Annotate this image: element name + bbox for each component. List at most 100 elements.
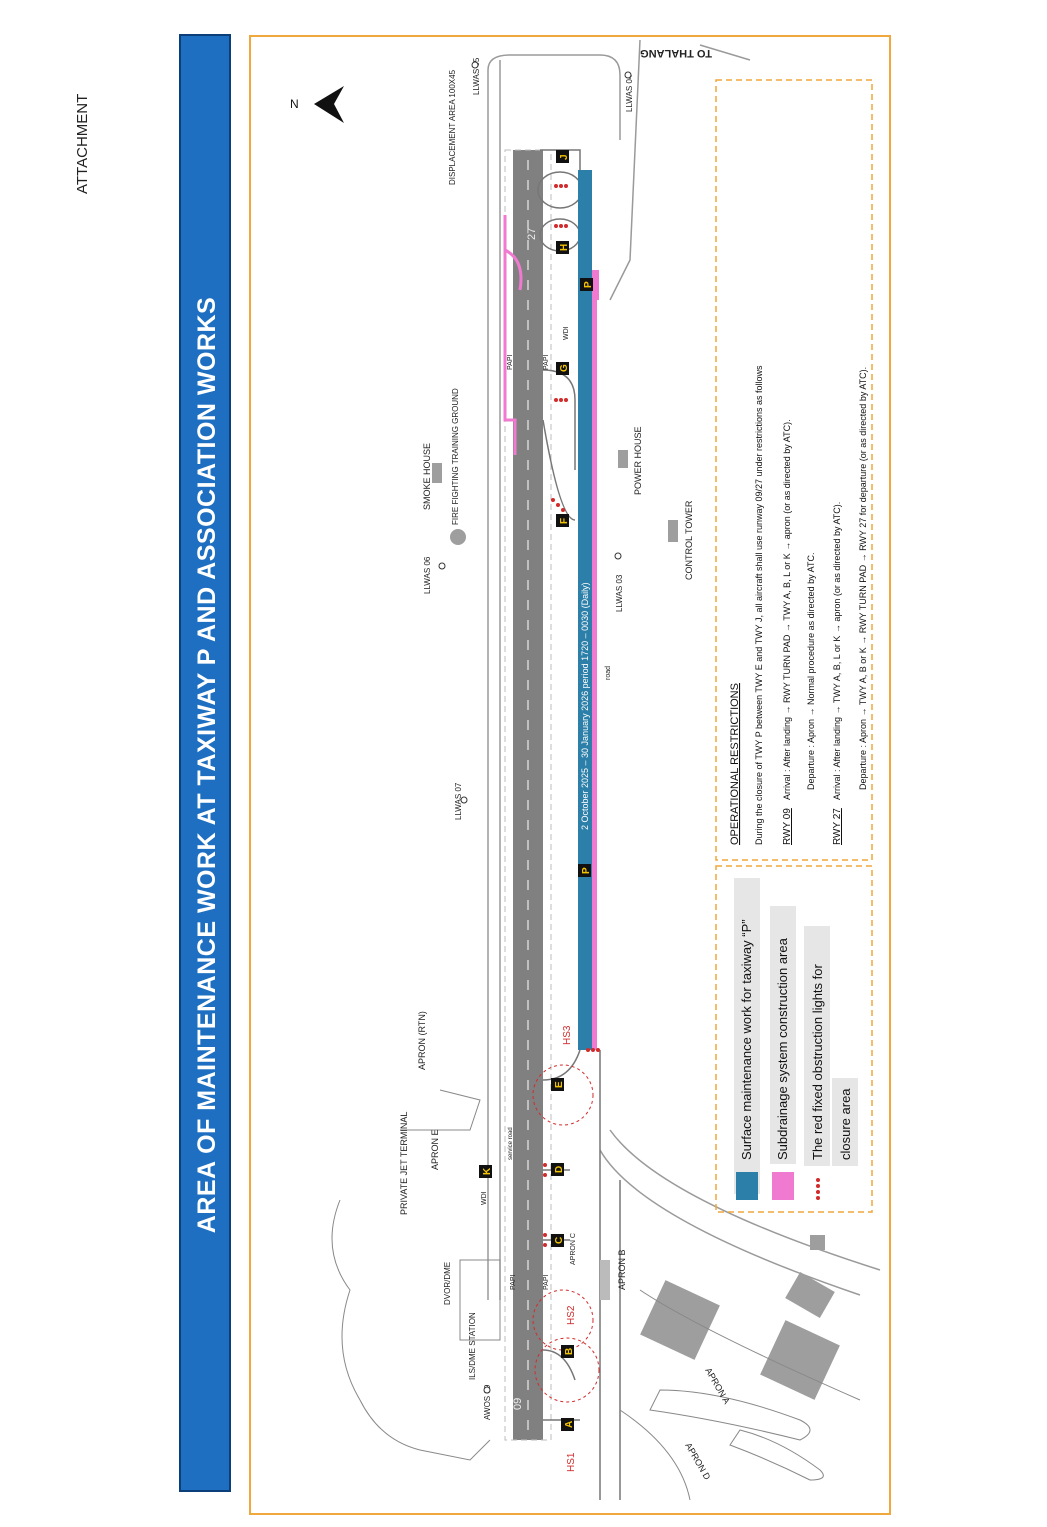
rwy09-departure: Departure : Apron → Normal procedure as … <box>806 553 816 790</box>
legend-item1-bg <box>734 878 760 1194</box>
hs3-label: HS3 <box>562 1025 573 1045</box>
apron-a-label: APRON A <box>703 1366 732 1406</box>
power-house-label: POWER HOUSE <box>633 426 643 495</box>
llwas-markers <box>438 61 632 1394</box>
smoke-house-building <box>432 463 442 483</box>
svg-text:F: F <box>559 518 570 524</box>
rwy-09-label: 09 <box>512 1398 524 1410</box>
twy-b-marker: B <box>561 1345 575 1358</box>
awos-09-label: AWOS 09 <box>483 1384 492 1420</box>
legend-blue-swatch <box>736 1172 758 1200</box>
legend-box <box>715 865 873 1213</box>
to-thalang-label: TO THALANG <box>640 47 712 59</box>
north-arrow-icon: N <box>290 86 344 123</box>
twy-f-marker: F <box>556 514 570 527</box>
svg-text:C: C <box>554 1237 565 1244</box>
rwy-27-label: 27 <box>526 228 538 240</box>
svg-text:G: G <box>559 364 570 372</box>
legend-pink-swatch <box>772 1172 794 1200</box>
runway-strip <box>504 149 552 1441</box>
control-tower-label: CONTROL TOWER <box>684 500 694 580</box>
twy-p-surface-work <box>578 170 592 1050</box>
obstruction-lights <box>543 184 600 1247</box>
private-jet-terminal-label: PRIVATE JET TERMINAL <box>399 1112 409 1215</box>
twy-d-marker: D <box>551 1163 565 1176</box>
wdi-south-label: WDI <box>481 1191 488 1205</box>
ils-dme-label: ILS/DME STATION <box>468 1312 477 1380</box>
apron-b-label: APRON B <box>617 1249 627 1290</box>
rwy09-arrival: Arrival : After landing → RWY TURN PAD →… <box>782 419 792 800</box>
twy-k-marker: K <box>479 1165 493 1178</box>
rwy09-heading: RWY 09 <box>782 808 793 845</box>
legend-item3-line2: closure area <box>838 1088 853 1160</box>
llwas-06-label: LLWAS 06 <box>423 556 432 594</box>
papi-south-b: PAPI <box>543 1275 550 1290</box>
legend-item3b-bg <box>832 1078 858 1166</box>
apron-e-label: APRON E <box>430 1129 440 1170</box>
power-house-building <box>618 450 628 468</box>
svg-text:H: H <box>559 244 570 251</box>
closure-period-label: 2 October 2025 – 30 January 2026 period … <box>580 582 590 830</box>
apron-c-label: APRON C <box>570 1233 577 1265</box>
twy-e-marker: E <box>551 1078 565 1091</box>
twy-j-marker: J <box>556 150 570 163</box>
llwas-05-label: LLWAS 05 <box>472 57 481 95</box>
papi-south-a: PAPI <box>510 1275 517 1290</box>
service-road-label: service road <box>508 1127 514 1160</box>
map-frame <box>249 35 891 1515</box>
terminal-area-outlines <box>331 1089 861 1501</box>
hs2-label: HS2 <box>566 1305 577 1325</box>
twy-h-marker: H <box>556 241 570 254</box>
llwas-07-label: LLWAS 07 <box>454 782 463 820</box>
smoke-house-label: SMOKE HOUSE <box>422 443 432 510</box>
legend-item3-line1: The red fixed obstruction lights for <box>810 964 825 1160</box>
hot-spots <box>532 1064 600 1403</box>
dvor-dme-label: DVOR/DME <box>443 1262 452 1305</box>
north-label: N <box>290 97 299 111</box>
svg-text:K: K <box>482 1167 493 1175</box>
svg-text:P: P <box>583 281 594 288</box>
svg-text:A: A <box>564 1421 575 1428</box>
displacement-area-label: DISPLACEMENT AREA 100X45 <box>448 69 457 185</box>
subdrainage-curve <box>504 248 523 291</box>
llwas-03-label: LLWAS 03 <box>615 574 624 612</box>
twy-p-marker-north: P <box>580 278 594 291</box>
subdrainage-north <box>503 215 517 455</box>
legend: Surface maintenance work for taxiway “P”… <box>734 878 858 1200</box>
restrictions: OPERATIONAL RESTRICTIONS During the clos… <box>729 365 868 845</box>
svg-text:E: E <box>554 1081 565 1088</box>
wdi-north-label: WDI <box>563 326 570 340</box>
legend-item1: Surface maintenance work for taxiway “P” <box>739 919 754 1160</box>
svg-text:J: J <box>559 154 570 160</box>
hs1-label: HS1 <box>566 1452 577 1472</box>
papi-north-b: PAPI <box>543 355 550 370</box>
legend-item3-bg <box>804 926 830 1166</box>
rwy27-departure: Departure : Apron → TWY A, B or K → RWY … <box>858 367 868 790</box>
apron-rtn-label: APRON (RTN) <box>417 1011 427 1070</box>
twy-a-marker: A <box>561 1418 575 1431</box>
fire-ground-marker <box>450 529 466 545</box>
title-banner: AREA OF MAINTENANCE WORK AT TAXIWAY P AN… <box>179 34 231 1492</box>
buildings <box>432 450 840 1400</box>
twy-p-marker-south: P <box>578 864 592 877</box>
legend-item2: Subdrainage system construction area <box>775 937 790 1160</box>
restrictions-box <box>715 79 873 861</box>
svg-text:D: D <box>554 1166 565 1173</box>
apron-d-label: APRON D <box>683 1441 712 1482</box>
legend-red-dots <box>816 1178 820 1200</box>
apron-stand-area <box>600 1260 610 1300</box>
llwas-04-label: LLWAS 04 <box>625 74 634 112</box>
svg-text:B: B <box>564 1348 575 1355</box>
papi-north-a: PAPI <box>507 355 514 370</box>
taxiway-markers: J H P G F P E D K C B A <box>479 150 594 1431</box>
twy-c-marker: C <box>551 1234 565 1247</box>
road-label: road <box>605 666 612 680</box>
svg-text:P: P <box>581 867 592 874</box>
control-tower-building <box>668 520 678 542</box>
rwy27-heading: RWY 27 <box>832 808 843 845</box>
fire-fighting-label: FIRE FIGHTING TRAINING GROUND <box>451 388 460 525</box>
subdrainage-stub <box>596 270 599 300</box>
twy-p-subdrainage <box>592 270 597 1050</box>
restrictions-intro: During the closure of TWY P between TWY … <box>754 365 764 845</box>
